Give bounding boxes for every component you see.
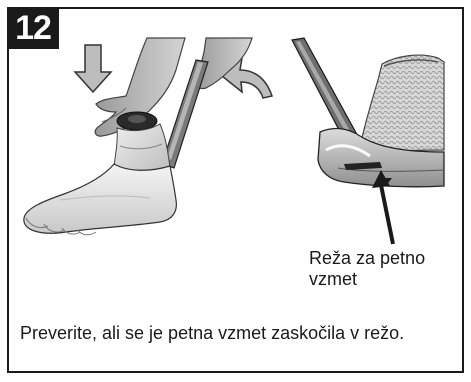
instruction-caption: Preverite, ali se je petna vzmet zaskoči…: [20, 322, 450, 344]
prosthetic-foot: [24, 164, 177, 235]
heel-spring-slot-callout: Reža za petno vzmet: [309, 248, 439, 290]
foot-with-shoehorn-illustration: [24, 38, 272, 235]
shoe-heel-spring-illustration: [292, 38, 444, 244]
pylon-adapter: [117, 112, 157, 130]
sock-ankle: [114, 124, 170, 172]
down-arrow-icon: [75, 45, 111, 92]
knit-sock: [362, 55, 444, 152]
